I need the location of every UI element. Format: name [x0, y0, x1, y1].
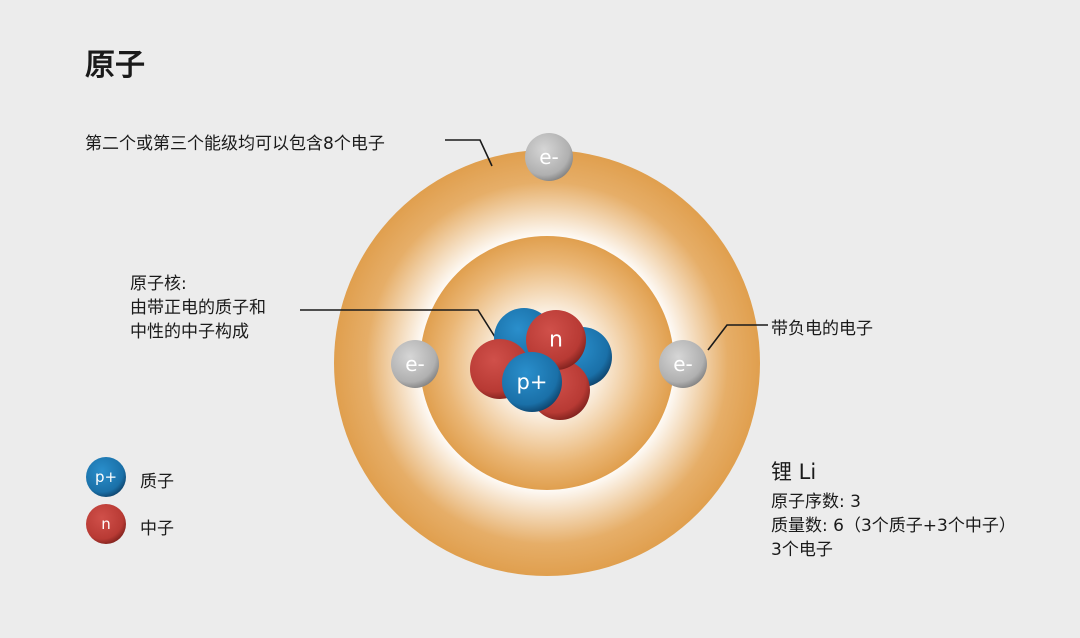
atomic-number: 原子序数: 3: [771, 492, 861, 512]
nucleus: n p+: [470, 308, 612, 420]
legend-neutron-label: 中子: [140, 519, 174, 539]
element-info: 锂 Li 原子序数: 3 质量数: 6（3个质子+3个中子） 3个电子: [771, 460, 1016, 562]
nucleus-title: 原子核:: [130, 274, 187, 294]
electron-leader-line: [707, 324, 768, 351]
svg-text:n: n: [101, 515, 111, 533]
electron-count: 3个电子: [771, 540, 833, 560]
legend-neutron-icon: n: [86, 504, 126, 544]
electron-label: e-: [405, 352, 425, 376]
electron: e-: [659, 340, 707, 388]
legend-proton-label: 质子: [140, 472, 174, 492]
proton-label: p+: [517, 370, 548, 394]
electron: e-: [391, 340, 439, 388]
electron: e-: [525, 133, 573, 181]
page-title: 原子: [85, 48, 145, 83]
proton: [502, 352, 562, 412]
shell-annotation: 第二个或第三个能级均可以包含8个电子: [85, 134, 385, 154]
neutron-label: n: [549, 328, 563, 353]
svg-text:p+: p+: [95, 468, 117, 486]
shell-leader-line: [445, 139, 493, 167]
element-name: 锂 Li: [771, 460, 817, 484]
electron-label: e-: [539, 145, 559, 169]
nucleus-annotation: 原子核: 由带正电的质子和 中性的中子构成: [130, 272, 266, 344]
legend-proton-icon: p+: [86, 457, 126, 497]
mass-number: 质量数: 6（3个质子+3个中子）: [771, 516, 1016, 536]
nucleus-desc-1: 由带正电的质子和: [130, 298, 266, 318]
nucleus-leader-line: [300, 309, 496, 338]
electron-annotation: 带负电的电子: [771, 319, 873, 339]
electron-label: e-: [673, 352, 693, 376]
nucleus-desc-2: 中性的中子构成: [130, 322, 249, 342]
